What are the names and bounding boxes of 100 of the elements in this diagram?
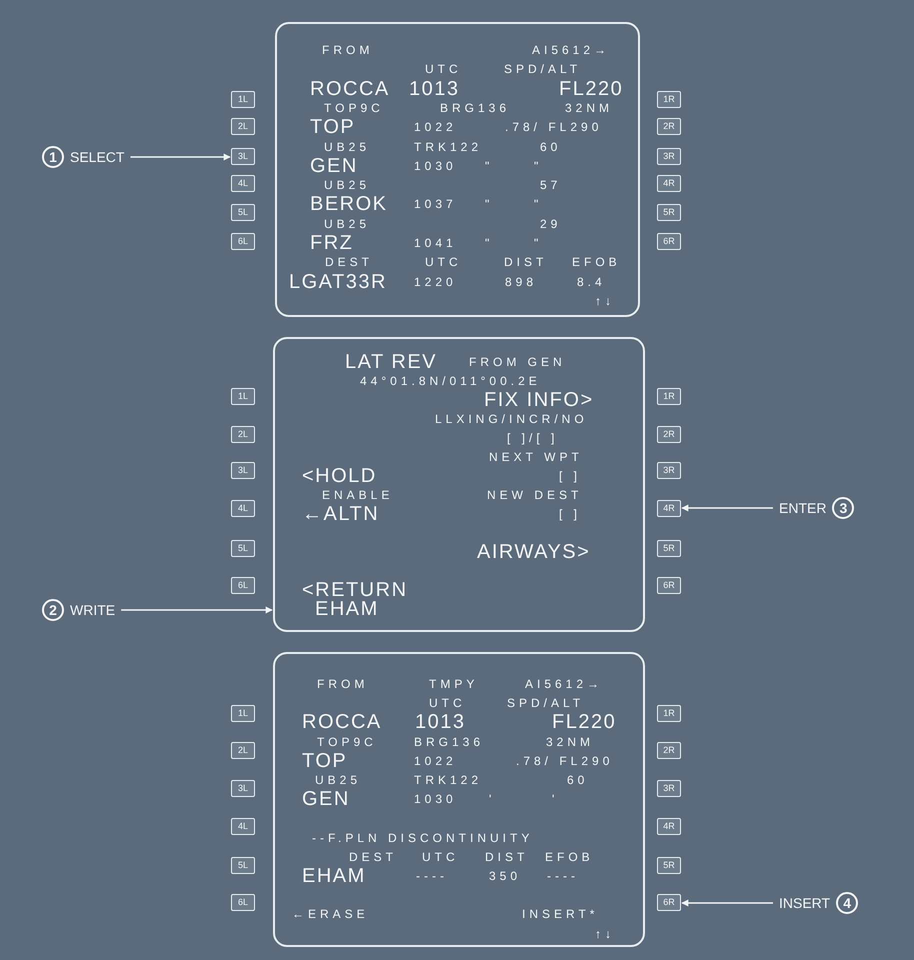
line-select-key: 3L: [231, 462, 255, 479]
screen-text: UTC: [425, 256, 462, 268]
screen-text: .78/ FL290: [516, 754, 614, 767]
line-select-key: 1R: [657, 91, 681, 108]
screen-text: UTC: [422, 850, 459, 863]
step-number: 3: [832, 497, 854, 519]
display-screen: [275, 22, 640, 317]
screen-text: ----: [416, 870, 448, 882]
screen-text: ←ALTN: [302, 504, 380, 524]
line-select-key: 6L: [231, 577, 255, 594]
screen-text: 1030: [414, 160, 457, 172]
line-select-key: 6R: [657, 577, 681, 594]
line-select-key: 1R: [657, 388, 681, 405]
screen-text: EHAM: [302, 866, 366, 886]
line-select-key: 5R: [657, 540, 681, 557]
screen-text: EFOB: [545, 850, 594, 863]
line-select-key: 3L: [231, 148, 255, 165]
line-select-key: 2L: [231, 118, 255, 135]
screen-text: FL220: [559, 78, 624, 99]
line-select-key: 1L: [231, 388, 255, 405]
screen-text: SPD/ALT: [507, 697, 584, 710]
line-select-key: 1R: [657, 705, 681, 722]
screen-text: LGAT33R: [289, 272, 387, 292]
screen-text: 1220: [414, 276, 457, 288]
screen-text: TOP: [302, 750, 348, 771]
line-select-key: 5L: [231, 540, 255, 557]
line-select-key: 2R: [657, 742, 681, 759]
line-select-key: 3R: [657, 462, 681, 479]
screen-text: [ ]: [559, 508, 582, 520]
line-select-key: 2L: [231, 742, 255, 759]
screen-text: AIRWAYS>: [477, 542, 590, 562]
screen-text: UB25: [324, 179, 370, 192]
screen-text: ROCCA: [310, 78, 390, 99]
screen-text: ": [534, 237, 542, 249]
line-select-key: 1L: [231, 705, 255, 722]
screen-text: GEN: [302, 789, 350, 810]
step-number: 4: [836, 892, 858, 914]
screen-text: [ ]: [559, 470, 582, 482]
screen-text: ": [485, 237, 494, 249]
line-select-key: 4R: [657, 818, 681, 835]
screen-text: BEROK: [310, 194, 388, 214]
screen-text: ENABLE: [322, 489, 394, 501]
step-label: INSERT: [779, 895, 830, 911]
screen-text: TMPY: [429, 678, 478, 690]
screen-text: TOP9C: [324, 102, 384, 114]
line-select-key: 5R: [657, 857, 681, 874]
screen-text: FROM: [317, 678, 368, 690]
screen-text: UTC: [429, 697, 466, 710]
screen-text: ----: [547, 870, 579, 882]
screen-text: TOP: [310, 117, 356, 138]
screen-text: ': [489, 793, 496, 806]
screen-text: ": [534, 198, 542, 210]
screen-text: 1013: [415, 712, 466, 732]
line-select-key: 5R: [657, 204, 681, 221]
line-select-key: 3L: [231, 780, 255, 797]
step-number: 1: [42, 146, 64, 168]
step-label: WRITE: [70, 602, 116, 618]
screen-text: LLXING/INCR/NO: [435, 413, 588, 425]
screen-text: GEN: [310, 156, 358, 176]
screen-text: TRK122: [414, 140, 482, 152]
screen-text: EFOB: [572, 256, 621, 268]
screen-text: 1022: [414, 121, 457, 134]
line-select-key: 6L: [231, 233, 255, 250]
step-label: ENTER: [779, 500, 826, 516]
screen-text: NEW DEST: [487, 489, 582, 501]
screen-text: .78/ FL290: [505, 121, 602, 134]
screen-text: DIST: [485, 850, 528, 863]
screen-text: UB25: [315, 774, 362, 786]
screen-text: --F.PLN DISCONTINUITY: [312, 832, 534, 844]
screen-text: FRZ: [310, 233, 354, 253]
screen-text: <HOLD: [302, 466, 377, 486]
line-select-key: 3R: [657, 148, 681, 165]
line-select-key: 2L: [231, 426, 255, 443]
step-label: SELECT: [70, 149, 124, 165]
line-select-key: 4L: [231, 500, 255, 517]
screen-text: 29: [540, 218, 562, 230]
screen-text: DEST: [325, 256, 374, 268]
screen-text: FL220: [552, 712, 616, 732]
line-select-key: 4L: [231, 175, 255, 192]
screen-text: UB25: [324, 218, 370, 230]
line-select-key: 2R: [657, 426, 681, 443]
line-select-key: 5L: [231, 204, 255, 221]
screen-text: SPD/ALT: [504, 63, 582, 76]
screen-text: AI5612→: [525, 678, 604, 690]
screen-text: 1041: [414, 237, 457, 249]
line-select-key: 6R: [657, 233, 681, 250]
step-number: 2: [42, 599, 64, 621]
arrow: [681, 900, 773, 906]
line-select-key: 6R: [657, 894, 681, 911]
screen-text: TRK122: [414, 774, 482, 786]
line-select-key: 4L: [231, 818, 255, 835]
screen-text: FROM: [322, 44, 374, 56]
display-screen: [273, 337, 645, 632]
line-select-key: 2R: [657, 118, 681, 135]
screen-text: 44°01.8N/011°00.2E: [360, 375, 541, 387]
screen-text: ": [485, 198, 494, 210]
screen-text: 1030: [414, 793, 457, 806]
screen-text: BRG136: [414, 736, 484, 748]
screen-text: ': [552, 793, 558, 806]
arrow: [121, 606, 273, 614]
